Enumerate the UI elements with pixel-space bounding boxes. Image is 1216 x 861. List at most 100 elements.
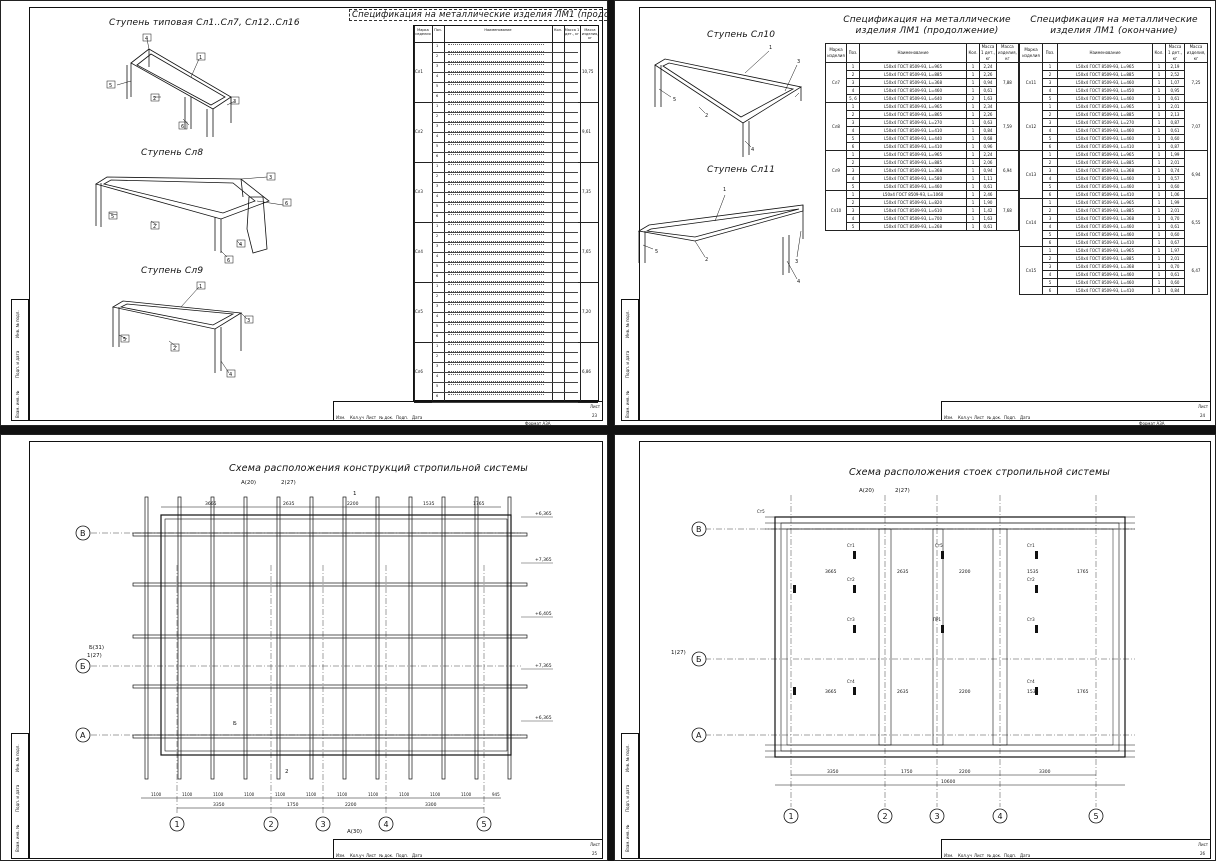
svg-text:3: 3: [247, 318, 250, 324]
spec1-mark: Сл1: [415, 69, 423, 74]
dim-text: 1100: [399, 792, 410, 797]
spec1-name-hatch: [448, 294, 544, 302]
spec-cell: 1,99: [1165, 198, 1185, 207]
post: [1035, 687, 1038, 695]
spec1-row-line: [432, 392, 578, 393]
spec-cell: 3: [1042, 78, 1058, 87]
spec1-name-hatch: [448, 154, 544, 162]
spec-cell: 0,63: [979, 118, 997, 127]
sheet-2-title-stair-10: Ступень Сл10: [707, 30, 776, 40]
spec1-name-hatch: [448, 314, 544, 322]
stamp-label-doc: № док.: [987, 853, 1002, 858]
spec-cell: 0,68: [979, 134, 997, 143]
spec1-name-hatch: [448, 124, 544, 132]
spec1-name-hatch: [448, 94, 544, 102]
axis-label: А: [696, 731, 702, 740]
spec-cell: 1: [966, 174, 980, 183]
spec1-pos: 3: [436, 124, 439, 128]
spec-cell: 0,74: [1165, 166, 1185, 175]
section-label: 1(27): [87, 653, 102, 659]
spec-cell: 3: [1042, 118, 1058, 127]
spec-cell: 1: [966, 118, 980, 127]
dim-text: 1100: [244, 792, 255, 797]
post: [853, 585, 856, 593]
axis-label: 2: [269, 820, 274, 829]
spec-cell: 0,61: [979, 86, 997, 95]
sheet-2-label: Лист: [1198, 404, 1209, 409]
spec-cell: 0,60: [1165, 182, 1185, 191]
post: [1035, 585, 1038, 593]
svg-text:5: 5: [655, 249, 658, 255]
spec-cell: 1: [1152, 142, 1166, 151]
spec1-mark: Сл2: [415, 129, 423, 134]
spec1-col-line: [552, 26, 553, 402]
spec-cell: 6: [1042, 286, 1058, 295]
spec1-name-hatch: [448, 84, 544, 92]
svg-text:6: 6: [285, 201, 288, 207]
post-column: [932, 528, 944, 746]
sheet-4-label: Лист: [1198, 842, 1209, 847]
spec-cell: L50х4 ГОСТ 8509-93, L=965: [1057, 62, 1153, 71]
spec-cell: 3: [846, 118, 860, 127]
spec1-pos: 2: [436, 234, 439, 238]
spec-header-cell: Поз.: [1042, 43, 1058, 63]
spec-cell: 4: [1042, 174, 1058, 183]
spec-cell: L50х4 ГОСТ 8509-93, L=450: [1057, 86, 1153, 95]
svg-text:2: 2: [153, 224, 156, 230]
stamp-label-list: Лист: [974, 853, 985, 858]
spec-cell: 2,34: [979, 102, 997, 111]
spec1-pos: 4: [436, 134, 439, 138]
stamp-label-kol: Кол.уч: [350, 853, 364, 858]
spec1-row-line: [432, 72, 578, 73]
side-stamp-label: Инв. № подл.: [15, 744, 20, 772]
spec1-pos: 3: [436, 364, 439, 368]
spec-cell: L50х4 ГОСТ 8509-93, L=460: [1057, 270, 1153, 279]
section-label: Б(31): [89, 645, 104, 651]
spec1-row-line: [432, 102, 578, 103]
spec-cell: L50х4 ГОСТ 8509-93, L=965: [859, 62, 967, 71]
dim-text: 1100: [213, 792, 224, 797]
spec1-name-hatch: [448, 54, 544, 62]
spec-cell: 1: [1152, 78, 1166, 87]
post: [853, 687, 856, 695]
spec-cell: 1: [966, 222, 980, 231]
spec-cell: L50х4 ГОСТ 8509-93, L=965: [859, 102, 967, 111]
spec-cell: L50х4 ГОСТ 8509-93, L=885: [1057, 110, 1153, 119]
spec-cell: 1: [1042, 150, 1058, 159]
sheet-1-title-stair-typical: Ступень типовая Сл1..Сл7, Сл12..Сл16: [109, 18, 300, 28]
spec1-mark: Сл4: [415, 249, 423, 254]
plan-outline-inner2: [786, 528, 1114, 746]
spec1-row-line: [432, 142, 578, 143]
spec1-name-hatch: [448, 144, 544, 152]
sheet-2-frame: [639, 7, 1211, 421]
spec-cell: L50х4 ГОСТ 8509-93, L=460: [1057, 278, 1153, 287]
spec-cell: 1: [966, 166, 980, 175]
axis-circle: [75, 525, 91, 541]
spec-cell: L50х4 ГОСТ 8509-93, L=460: [1057, 126, 1153, 135]
stamp-label-list: Лист: [366, 853, 377, 858]
dim-text: 1535: [1027, 569, 1039, 575]
spec-cell: 1: [966, 150, 980, 159]
dim-text: 2200: [345, 802, 357, 808]
section-label: 1: [353, 491, 357, 497]
axis-circle: [75, 727, 91, 743]
section-label: 2: [285, 769, 289, 775]
dim-text: 1765: [1077, 689, 1089, 695]
spec1-pos: 1: [436, 164, 439, 168]
sheet-3-title: Схема расположения конструкций стропильн…: [229, 463, 528, 474]
spec-cell: 1: [1152, 94, 1166, 103]
spec-cell: L50х4 ГОСТ 8509-93, L=610: [859, 206, 967, 215]
